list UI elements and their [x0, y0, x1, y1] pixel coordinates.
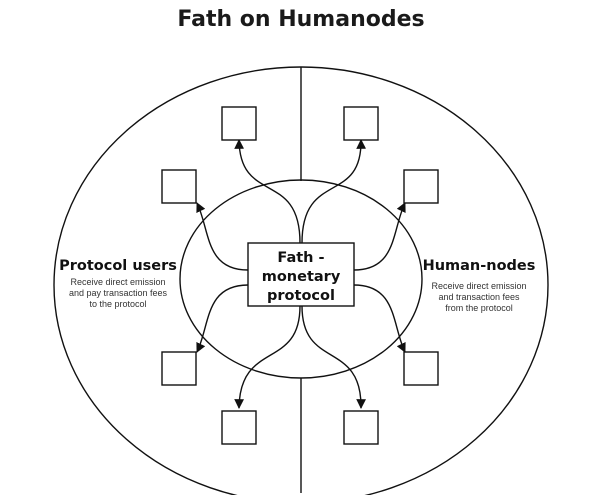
arrow-mid-left-lower — [196, 284, 249, 353]
protocol-users-title: Protocol users — [59, 258, 177, 274]
human-nodes-title: Human-nodes — [423, 258, 536, 274]
node-box-bottom-right — [343, 410, 379, 445]
center-box — [247, 242, 355, 307]
center-label-line-1: Fath - — [277, 250, 324, 266]
node-box-lower-right — [403, 351, 439, 386]
node-box-upper-left — [161, 169, 197, 204]
connector-arrows — [196, 139, 406, 409]
node-box-upper-right — [403, 169, 439, 204]
node-box-lower-left — [161, 351, 197, 386]
center-label-line-2: monetary — [262, 269, 341, 285]
human-nodes-desc-line-1: Receive direct emission — [431, 281, 526, 291]
protocol-users-desc-line-2: and pay transaction fees — [69, 288, 168, 298]
protocol-users-desc-line-3: to the protocol — [89, 299, 146, 309]
node-box-top-left — [221, 106, 257, 141]
arrow-bottom-left — [234, 305, 301, 409]
arrow-bottom-right — [301, 305, 367, 409]
arrow-top-left — [234, 139, 301, 244]
arrow-mid-left-upper — [196, 202, 249, 271]
human-nodes-desc-line-3: from the protocol — [445, 303, 513, 313]
arrow-top-right — [301, 139, 367, 244]
inner-ellipse — [179, 179, 423, 379]
arrow-mid-right-lower — [353, 284, 406, 353]
center-label-line-3: protocol — [267, 288, 335, 304]
protocol-users-desc-line-1: Receive direct emission — [70, 277, 165, 287]
arrow-mid-right-upper — [353, 202, 406, 271]
node-box-bottom-left — [221, 410, 257, 445]
diagram-title: Fath on Humanodes — [177, 7, 424, 32]
node-box-top-right — [343, 106, 379, 141]
human-nodes-desc-line-2: and transaction fees — [438, 292, 520, 302]
